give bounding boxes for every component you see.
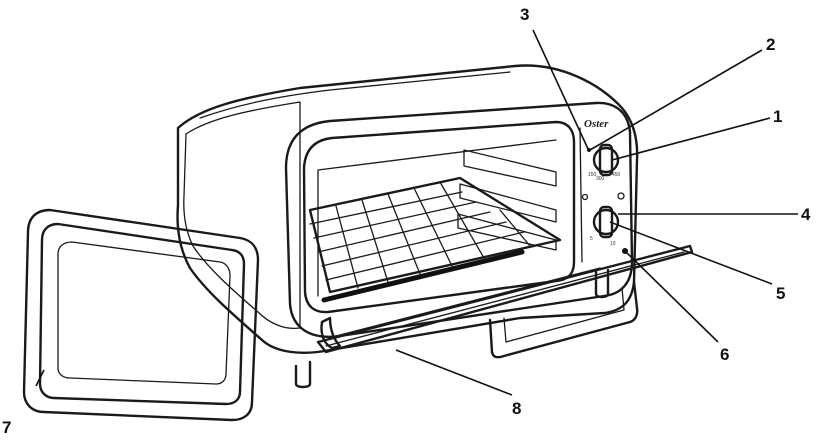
function-icons — [581, 192, 625, 201]
svg-text:150: 150 — [588, 172, 597, 178]
callout-4: 4 — [801, 205, 811, 224]
svg-text:450: 450 — [612, 172, 621, 178]
brand-logo: Oster — [584, 118, 609, 130]
callout-8: 8 — [512, 399, 521, 418]
control-panel: Oster 150 300 450 5 10 — [581, 118, 628, 254]
callout-2: 2 — [766, 35, 775, 54]
leader-lines — [35, 29, 798, 396]
oven-door — [316, 244, 694, 354]
svg-text:5: 5 — [590, 236, 593, 242]
wire-rack — [308, 176, 562, 294]
baking-pan — [22, 208, 260, 422]
leader-line-1 — [611, 117, 771, 161]
oven-body — [176, 64, 639, 389]
door-handle — [488, 280, 639, 359]
leader-line-3 — [532, 29, 590, 152]
bottom-heating-element — [321, 249, 525, 303]
callout-labels: 3 2 1 4 5 6 7 8 — [2, 5, 811, 437]
heating-elements — [457, 149, 557, 251]
callout-3: 3 — [520, 5, 529, 24]
callout-7: 7 — [2, 418, 11, 437]
leader-line-6 — [625, 251, 719, 343]
svg-text:10: 10 — [610, 241, 616, 247]
callout-5: 5 — [776, 284, 785, 303]
svg-text:300: 300 — [596, 176, 605, 182]
leader-line-8 — [395, 349, 513, 396]
leader-line-7 — [35, 369, 45, 387]
leader-line-2 — [589, 49, 763, 151]
timer-knob[interactable]: 5 10 — [590, 205, 620, 247]
callout-6: 6 — [720, 345, 729, 364]
leader-line-5 — [609, 221, 773, 285]
temperature-knob[interactable]: 150 300 450 — [587, 143, 621, 182]
callout-1: 1 — [773, 107, 782, 126]
